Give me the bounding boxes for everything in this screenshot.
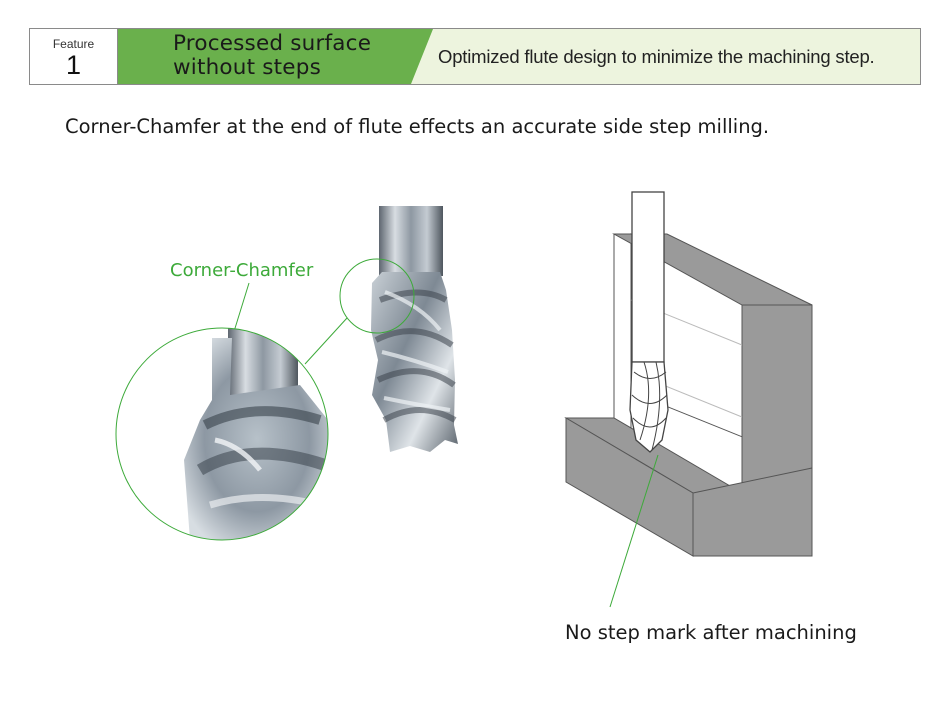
zoom-detail [115,327,329,541]
feature-badge: Feature 1 [30,29,118,84]
feature-title-line2: without steps [173,55,321,80]
intro-text: Corner-Chamfer at the end of flute effec… [65,115,770,138]
corner-chamfer-label: Corner-Chamfer [170,260,314,281]
header-green-band [117,29,433,84]
end-mill-photo [371,206,458,452]
feature-label: Feature [52,37,95,51]
no-step-callout-line [609,454,659,608]
workpiece-diagram [564,191,813,608]
feature-header: Feature 1 Processed surface without step… [29,28,921,85]
feature-title-line1: Processed surface [173,31,372,56]
feature-title: Processed surface without steps [173,32,413,80]
zoom-connector-line [304,317,348,365]
feature-subtitle: Optimized flute design to minimize the m… [438,46,875,67]
detail-marker-circle [339,258,415,334]
feature-number: 1 [65,50,82,80]
no-step-mark-label: No step mark after machining [565,621,857,644]
